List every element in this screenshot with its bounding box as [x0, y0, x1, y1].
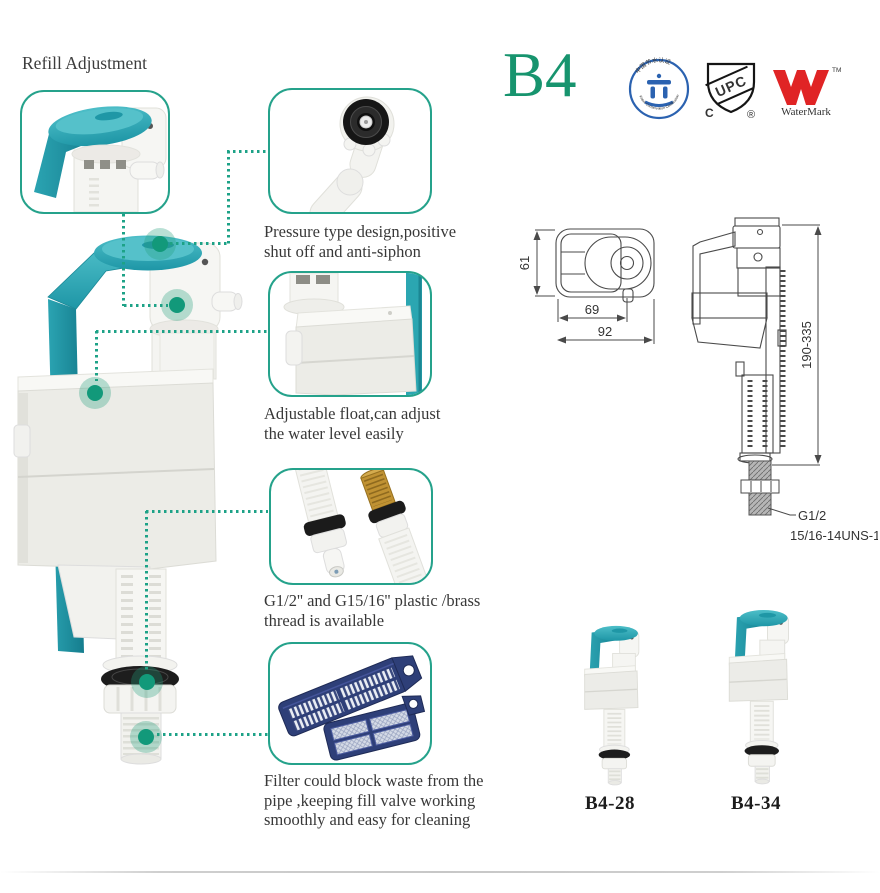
text-line: Pressure type design,positive [264, 222, 457, 241]
connector-pressure-h1 [170, 242, 228, 245]
text-line: thread is available [264, 610, 385, 630]
float-closeup [283, 273, 422, 395]
filter-short [323, 695, 426, 761]
side-view-drawing: 190-335 G1/2 15/16-14UNS-1 [691, 217, 878, 543]
callout-pressure-valve [268, 88, 432, 214]
callout-refill-adjustment [20, 90, 170, 214]
text-line: the water level easily [264, 423, 404, 443]
connector-pressure-v [227, 151, 230, 244]
refill-closeup [34, 106, 167, 212]
svg-text:®: ® [747, 109, 755, 120]
connector-refill-v [122, 214, 125, 306]
connector-refill-h [124, 304, 168, 307]
water-conservation-certification-logo: 中国节水认证 Water Conservation Certification [628, 57, 690, 120]
variant-label-b4-28: B4-28 [585, 793, 635, 814]
svg-text:61: 61 [517, 256, 532, 270]
connector-dot-shank [130, 721, 162, 753]
float-description: Adjustable float,can adjust the water le… [264, 404, 440, 443]
svg-text:TM: TM [832, 67, 841, 74]
watermark-w-glyph [773, 70, 829, 105]
bottom-divider [0, 871, 880, 873]
watermark-certification-logo: TM WaterMark [773, 67, 841, 118]
connector-filter-h [157, 733, 268, 736]
connector-pressure-h2 [227, 150, 268, 153]
text-line: Filter could block waste from the [264, 771, 484, 790]
filter-closeup [278, 655, 426, 761]
callout-adjustable-float [268, 271, 432, 397]
top-view-drawing: 61 69 92 [517, 228, 655, 344]
connector-dot-head [161, 289, 193, 321]
callout-filter [268, 642, 432, 765]
fill-valve-photo [13, 235, 243, 765]
text-line: smoothly and easy for cleaning [264, 810, 471, 829]
filter-description: Filter could block waste from the pipe ,… [264, 771, 484, 830]
connector-dot-cap [144, 228, 176, 260]
svg-text:G1/2: G1/2 [798, 508, 826, 523]
svg-text:15/16-14UNS-1: 15/16-14UNS-1 [790, 528, 878, 543]
filter-long [278, 655, 423, 737]
text-line: G1/2'' and G15/16'' plastic /brass [264, 591, 481, 610]
float-cup [13, 368, 217, 641]
connector-dot-washer [131, 666, 163, 698]
connector-thread-h [146, 510, 268, 513]
svg-text:WaterMark: WaterMark [781, 106, 831, 118]
svg-text:190-335: 190-335 [799, 321, 814, 369]
connector-dot-float [79, 377, 111, 409]
svg-text:92: 92 [598, 324, 612, 339]
connector-float-v [95, 331, 98, 381]
svg-text:69: 69 [585, 302, 599, 317]
model-name: B4 [503, 40, 577, 110]
svg-text:C: C [705, 106, 714, 120]
callout-thread-options [269, 468, 433, 585]
variant-b4-34-photo [714, 605, 800, 788]
connector-float-h [96, 330, 268, 333]
text-line: pipe ,keeping fill valve working [264, 790, 476, 810]
connector-thread-v [145, 511, 148, 671]
pressure-valve-closeup [309, 96, 395, 212]
thread-closeup [292, 470, 430, 583]
text-line: Adjustable float,can adjust [264, 404, 441, 423]
variant-b4-28-photo [570, 622, 650, 788]
text-line: shut off and anti-siphon [264, 241, 421, 261]
thread-description: G1/2'' and G15/16'' plastic /brass threa… [264, 591, 480, 630]
brass-shank [360, 470, 430, 583]
plastic-shank [292, 470, 347, 578]
pressure-description: Pressure type design,positive shut off a… [264, 222, 456, 261]
variant-label-b4-34: B4-34 [731, 793, 781, 814]
refill-adjustment-label: Refill Adjustment [22, 53, 147, 73]
upc-certification-logo: UPC C ® [704, 60, 760, 120]
